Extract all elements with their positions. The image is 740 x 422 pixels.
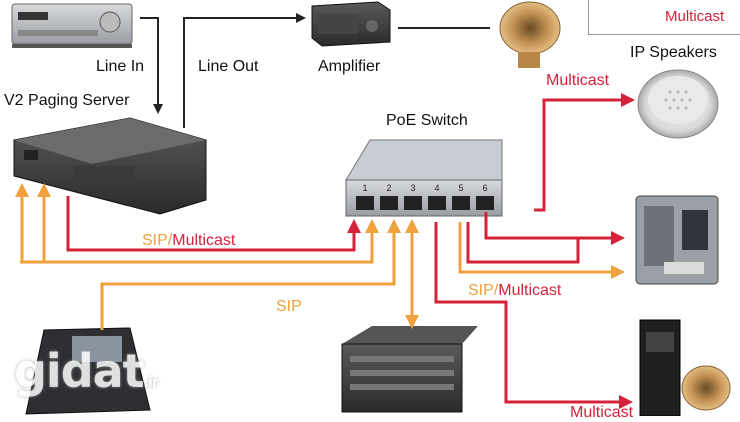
switch-port-label-5: 5 bbox=[458, 183, 463, 193]
sip-multicast-left-label: SIP/Multicast bbox=[142, 232, 235, 250]
paging-server-device bbox=[13, 117, 207, 215]
switch-port-label-3: 3 bbox=[410, 183, 415, 193]
poe-switch-label: PoE Switch bbox=[386, 112, 468, 129]
multicast-top-label: Multicast bbox=[546, 72, 610, 89]
switch-port-1 bbox=[356, 196, 374, 210]
multicast-bottom-label: Multicast bbox=[570, 404, 634, 421]
amplifier-tower-device bbox=[639, 319, 681, 416]
watermark-logo: gidat.ir bbox=[14, 344, 159, 398]
line-out-label: Line Out bbox=[198, 58, 259, 75]
ip-phone-device bbox=[25, 327, 151, 415]
switch-port-3 bbox=[404, 196, 422, 210]
ip-speaker-device bbox=[637, 69, 719, 139]
sip-lines bbox=[15, 183, 625, 330]
switch-port-label-4: 4 bbox=[434, 183, 439, 193]
legend-box: Multicast bbox=[588, 0, 740, 35]
switch-port-5 bbox=[452, 196, 470, 210]
server-device bbox=[341, 326, 478, 413]
horn-speaker-top bbox=[499, 1, 561, 68]
slash-left: / bbox=[167, 232, 173, 249]
multicast-right-text: Multicast bbox=[498, 282, 562, 299]
switch-port-label-2: 2 bbox=[386, 183, 391, 193]
sip-multicast-right-label: SIP/Multicast bbox=[468, 282, 561, 300]
paging-server-label: V2 Paging Server bbox=[4, 92, 130, 109]
sip-left-text: SIP bbox=[142, 232, 168, 249]
sip-center-label: SIP bbox=[276, 298, 302, 315]
ip-speakers-label: IP Speakers bbox=[630, 44, 717, 61]
receiver-device bbox=[11, 3, 133, 48]
amplifier-label: Amplifier bbox=[318, 58, 381, 75]
multicast-left-text: Multicast bbox=[172, 232, 236, 249]
switch-port-6 bbox=[476, 196, 494, 210]
amplifier-device bbox=[311, 1, 391, 47]
slash-right: / bbox=[493, 282, 499, 299]
audio-line-in bbox=[140, 17, 163, 114]
poe-switch-device: 1 2 3 4 5 6 bbox=[345, 139, 503, 217]
intercom-device bbox=[635, 195, 719, 285]
legend-multicast-label: Multicast bbox=[665, 8, 725, 25]
switch-port-label-1: 1 bbox=[362, 183, 367, 193]
switch-port-label-6: 6 bbox=[482, 183, 487, 193]
audio-line-out bbox=[183, 13, 306, 128]
multicast-lines bbox=[66, 93, 635, 409]
line-in-label: Line In bbox=[96, 58, 145, 75]
switch-port-2 bbox=[380, 196, 398, 210]
sip-right-text: SIP bbox=[468, 282, 494, 299]
switch-port-4 bbox=[428, 196, 446, 210]
horn-speaker-bottom bbox=[681, 365, 731, 411]
